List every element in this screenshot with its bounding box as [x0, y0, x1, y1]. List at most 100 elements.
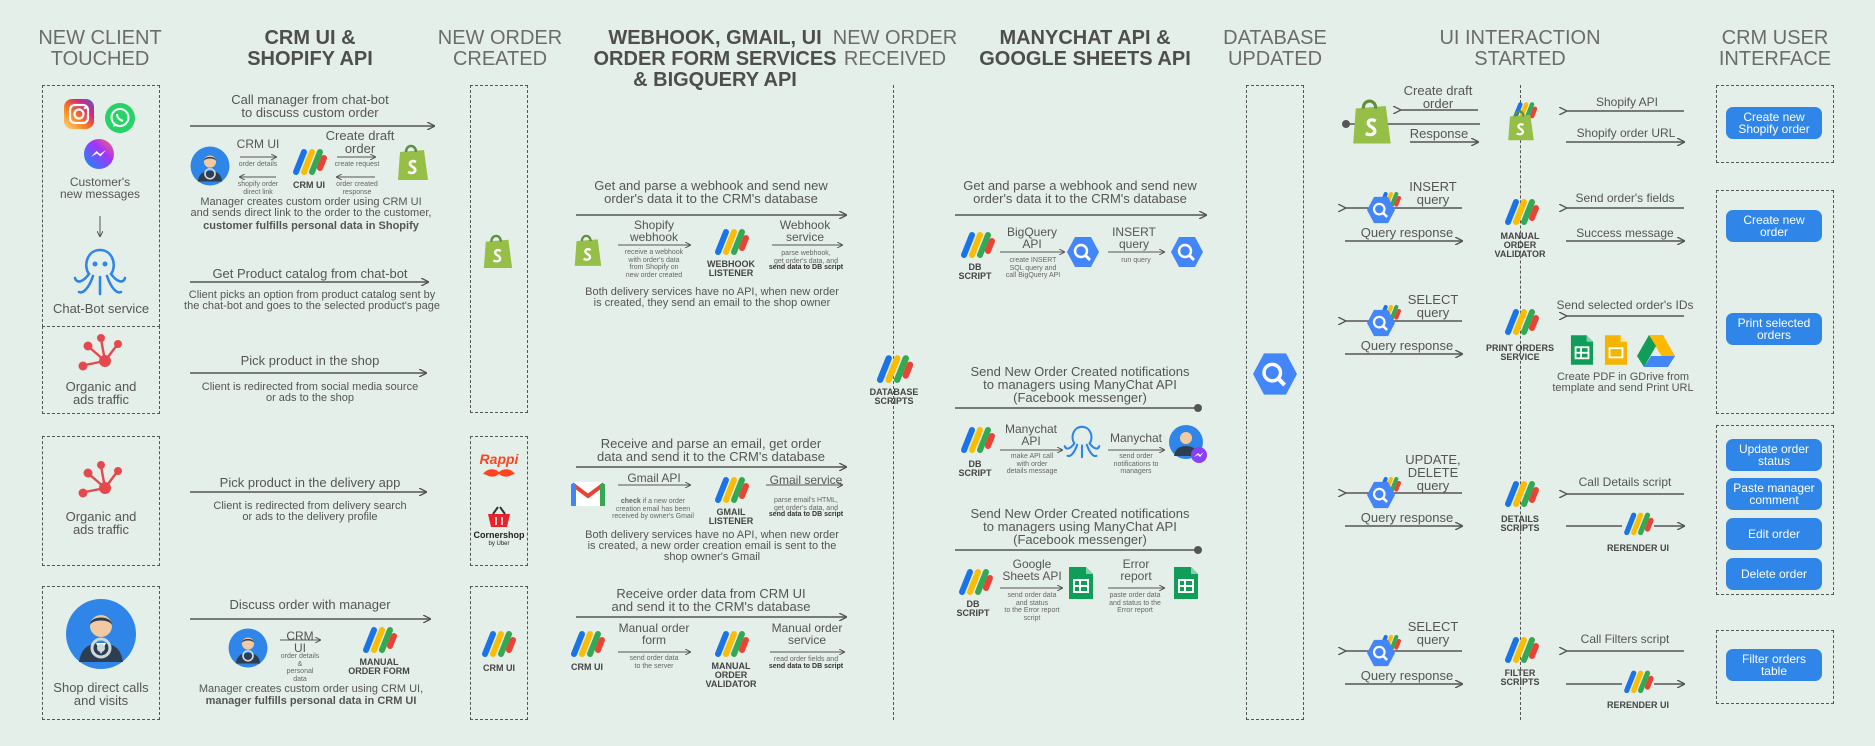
gmail-listener-caption: GMAIL LISTENER: [708, 507, 754, 526]
apps-script-icon: [1505, 481, 1539, 507]
parse-webhook-text: parse webhook, get order's data, and: [774, 250, 838, 265]
print-selected-orders-button[interactable]: Print selected orders: [1726, 313, 1822, 345]
google-drive-icon: [1637, 335, 1675, 367]
send-db-script-text-2: send data to DB script: [768, 511, 844, 518]
receive-email-label: Receive and parse an email, get order da…: [597, 436, 825, 464]
client-box-2: [42, 326, 160, 414]
shopify-webhook-label: Shopify webhook: [629, 218, 679, 244]
order-details-personal-label: order details & personal data: [280, 653, 320, 683]
pick-shop-label: Pick product in the shop: [240, 353, 380, 368]
apps-script-icon: [961, 232, 995, 258]
client-box-4: [42, 586, 160, 720]
db-script-caption-2: DB SCRIPT: [958, 459, 992, 478]
manager-messenger-icon: [1169, 425, 1207, 463]
google-sheets-icon: [1570, 335, 1594, 365]
apps-script-icon: [1505, 309, 1539, 335]
read-fields-text: read order fields and: [773, 656, 839, 663]
crm-box-1: [1716, 85, 1834, 163]
delete-order-button[interactable]: Delete order: [1726, 558, 1822, 590]
apps-script-icon: [715, 631, 749, 657]
organic-traffic-label-1: Organic and ads traffic: [65, 379, 137, 407]
send-order-data-text: send order data and status to the Error …: [1004, 592, 1060, 622]
order-box-1: [470, 85, 528, 413]
gmail-service-label: Gmail service: [769, 473, 843, 487]
edit-order-button[interactable]: Edit order: [1726, 518, 1822, 550]
create-request-label: create request: [334, 161, 380, 168]
make-api-call-text: make API call with order details message: [1006, 453, 1058, 475]
header-ui-interaction: UI INTERACTION STARTED: [1439, 27, 1601, 70]
crm-ui-caption-4: CRM UI: [571, 662, 603, 672]
paste-manager-comment-button[interactable]: Paste manager comment: [1726, 478, 1822, 510]
call-details-label: Call Details script: [1578, 475, 1672, 489]
create-pdf-text: Create PDF in GDrive from template and s…: [1552, 371, 1694, 394]
manychat-api-label: Manychat API: [1004, 422, 1058, 448]
client-picks-text: Client picks an option from product cata…: [184, 289, 440, 312]
create-order-button[interactable]: Create new order: [1726, 210, 1822, 242]
run-query-text: run query: [1121, 257, 1151, 264]
apps-script-icon: [959, 569, 993, 595]
instagram-icon: [64, 99, 94, 129]
filter-orders-table-button[interactable]: Filter orders table: [1726, 649, 1822, 681]
redirected-social-text: Client is redirected from social media s…: [201, 381, 419, 404]
get-parse-webhook-label: Get and parse a webhook and send new ord…: [594, 178, 828, 206]
pick-delivery-label: Pick product in the delivery app: [219, 475, 401, 490]
send-notification-label-2: Send New Order Created notifications to …: [970, 506, 1190, 547]
select-query-label-2: SELECT query: [1407, 619, 1459, 647]
create-shopify-order-button[interactable]: Create new Shopify order: [1726, 107, 1822, 139]
header-crm-user: CRM USER INTERFACE: [1718, 27, 1832, 70]
crm-ui-label-2: CRM UI: [286, 629, 314, 655]
receive-crm-label: Receive order data from CRM UI and send …: [611, 586, 811, 614]
header-new-client: NEW CLIENT TOUCHED: [38, 27, 162, 70]
octopus-chatbot-icon: [73, 248, 127, 296]
create-draft-label: Create draft order: [325, 128, 395, 156]
print-orders-service-caption: PRINT ORDERS SERVICE: [1485, 343, 1554, 362]
organic-traffic-label-2: Organic and ads traffic: [65, 509, 137, 537]
manager-avatar-icon: [66, 599, 136, 669]
manager-creates-text-2b: manager fulfills personal data in CRM UI: [205, 695, 417, 707]
details-scripts-caption: DETAILS SCRIPTS: [1500, 514, 1540, 533]
insert-query-label-2: INSERT query: [1409, 179, 1457, 207]
cornershop-logo: Cornershop: [473, 530, 525, 540]
send-db-script-text-3: send data to DB script: [768, 663, 844, 670]
header-manychat: MANYCHAT API & GOOGLE SHEETS API: [979, 27, 1191, 70]
apps-script-icon: [482, 631, 516, 657]
manager-creates-text-2: Manager creates custom order using CRM U…: [198, 683, 424, 695]
receive-webhook-text: receive a webhook with order's data from…: [624, 249, 684, 279]
create-draft-order-label: Create draft order: [1403, 83, 1473, 111]
both-delivery-text-1: Both delivery services have no API, when…: [585, 286, 839, 309]
apps-script-icon: [961, 427, 995, 453]
rappi-logo: Rappi: [479, 451, 519, 467]
header-crm-shopify: CRM UI & SHOPIFY API: [247, 27, 373, 70]
success-message-label: Success message: [1576, 226, 1674, 240]
traffic-network-icon: [78, 461, 122, 498]
db-script-caption-3: DB SCRIPT: [956, 599, 990, 618]
header-new-order-created: NEW ORDER CREATED: [437, 27, 563, 70]
send-db-script-text-1: send data to DB script: [768, 264, 844, 271]
send-order-notifications-text: send order notifications to managers: [1113, 453, 1159, 475]
check-email-bold: check: [620, 498, 641, 505]
update-order-status-button[interactable]: Update order status: [1726, 439, 1822, 471]
select-query-label-1: SELECT query: [1407, 292, 1459, 320]
traffic-network-icon: [78, 334, 122, 371]
rerender-ui-caption-2: RERENDER UI: [1606, 700, 1669, 710]
bigquery-icon: [1367, 481, 1395, 509]
bigquery-icon: [1367, 196, 1395, 224]
manager-avatar-icon: [228, 628, 268, 668]
header-webhook: WEBHOOK, GMAIL, UI ORDER FORM SERVICES &…: [593, 27, 837, 91]
manager-creates-text-1b: customer fulfills personal data in Shopi…: [203, 220, 419, 232]
bigquery-icon: [1367, 639, 1395, 667]
rerender-ui-caption-1: RERENDER UI: [1606, 543, 1669, 553]
discuss-order-label: Discuss order with manager: [229, 597, 391, 612]
crm-box-2: [1716, 190, 1834, 414]
webhook-service-label: Webhook service: [779, 218, 831, 244]
create-insert-text: create INSERT SQL query and call BigQuer…: [1005, 257, 1061, 279]
shop-calls-label: Shop direct calls and visits: [53, 680, 149, 708]
gmail-api-label: Gmail API: [627, 471, 681, 485]
manual-validator-caption-2: MANUAL ORDER VALIDATOR: [1494, 231, 1546, 259]
send-order-server-text: send order data to the server: [629, 655, 679, 670]
filter-scripts-caption: FILTER SCRIPTS: [1500, 668, 1540, 687]
redirected-delivery-text: Client is redirected from delivery searc…: [213, 500, 407, 523]
get-catalog-label: Get Product catalog from chat-bot: [212, 266, 408, 281]
order-created-response-label: order created response: [336, 181, 378, 196]
